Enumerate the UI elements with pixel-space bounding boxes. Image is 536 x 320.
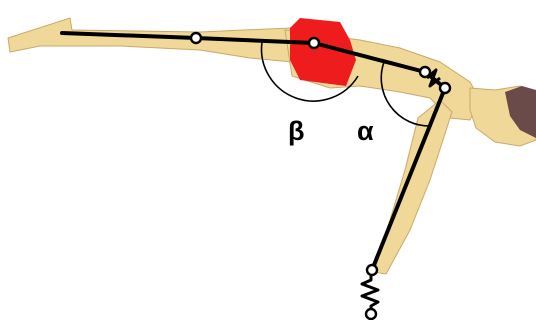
alpha-label: α	[357, 118, 374, 145]
hand-spring	[362, 274, 378, 310]
knee-joint	[191, 33, 201, 43]
human-body	[8, 18, 536, 274]
shoulder-joint	[420, 67, 430, 77]
beta-label: β	[288, 118, 304, 145]
hip-joint	[309, 38, 319, 48]
arm-shape	[374, 100, 452, 274]
ground-contact	[366, 309, 376, 319]
elbow-joint	[440, 83, 450, 93]
hand-joint	[367, 265, 377, 275]
arm-link	[372, 88, 445, 270]
